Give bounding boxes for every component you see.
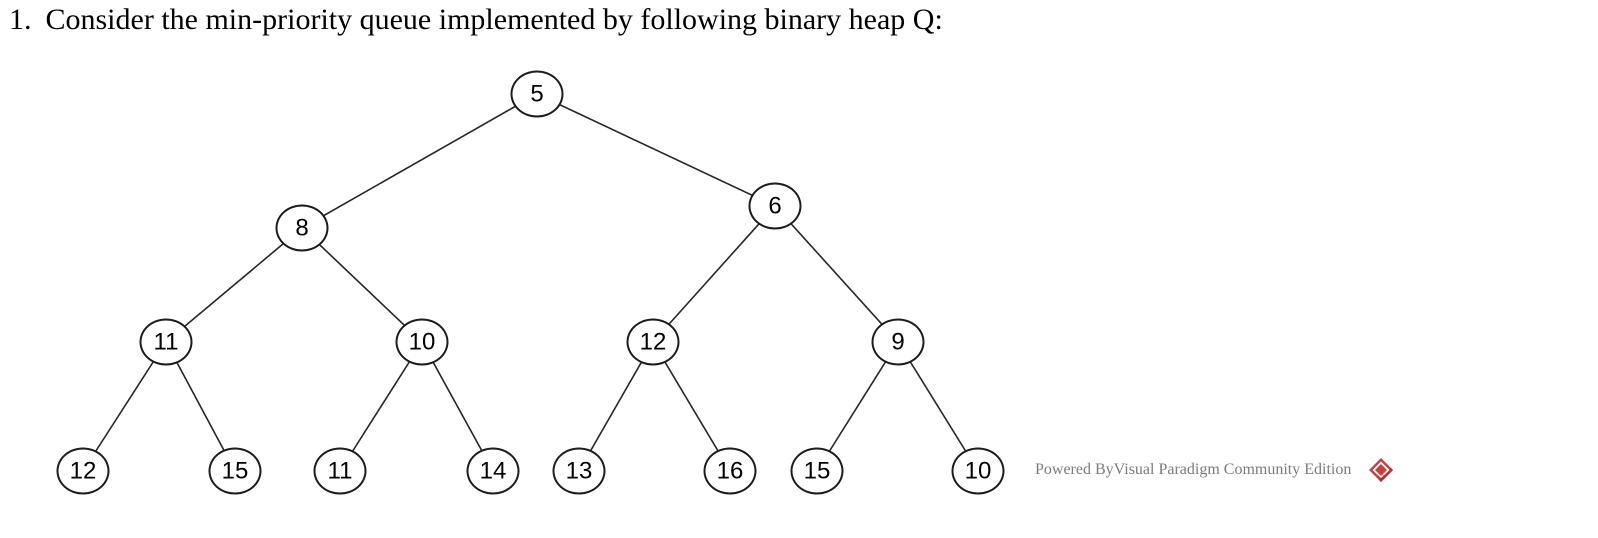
heap-node: 11 <box>313 447 367 495</box>
question-text: Consider the min-priority queue implemen… <box>45 3 943 36</box>
heap-node: 6 <box>748 182 802 230</box>
question-number: 1. <box>9 3 32 36</box>
heap-node: 10 <box>395 318 449 366</box>
heap-node: 12 <box>56 447 110 495</box>
heap-node: 13 <box>552 447 606 495</box>
heap-node: 10 <box>951 447 1005 495</box>
question-title: 1. Consider the min-priority queue implem… <box>9 0 943 40</box>
heap-node-root: 5 <box>510 70 564 118</box>
heap-node: 9 <box>871 318 925 366</box>
heap-node: 11 <box>139 318 193 366</box>
heap-node: 15 <box>208 447 262 495</box>
heap-node: 8 <box>275 204 329 252</box>
heap-node: 14 <box>466 447 520 495</box>
heap-node: 12 <box>626 318 680 366</box>
watermark-text: Powered ByVisual Paradigm Community Edit… <box>1035 461 1352 478</box>
visual-paradigm-logo-icon <box>1369 458 1393 482</box>
heap-node: 16 <box>703 447 757 495</box>
heap-node: 15 <box>790 447 844 495</box>
